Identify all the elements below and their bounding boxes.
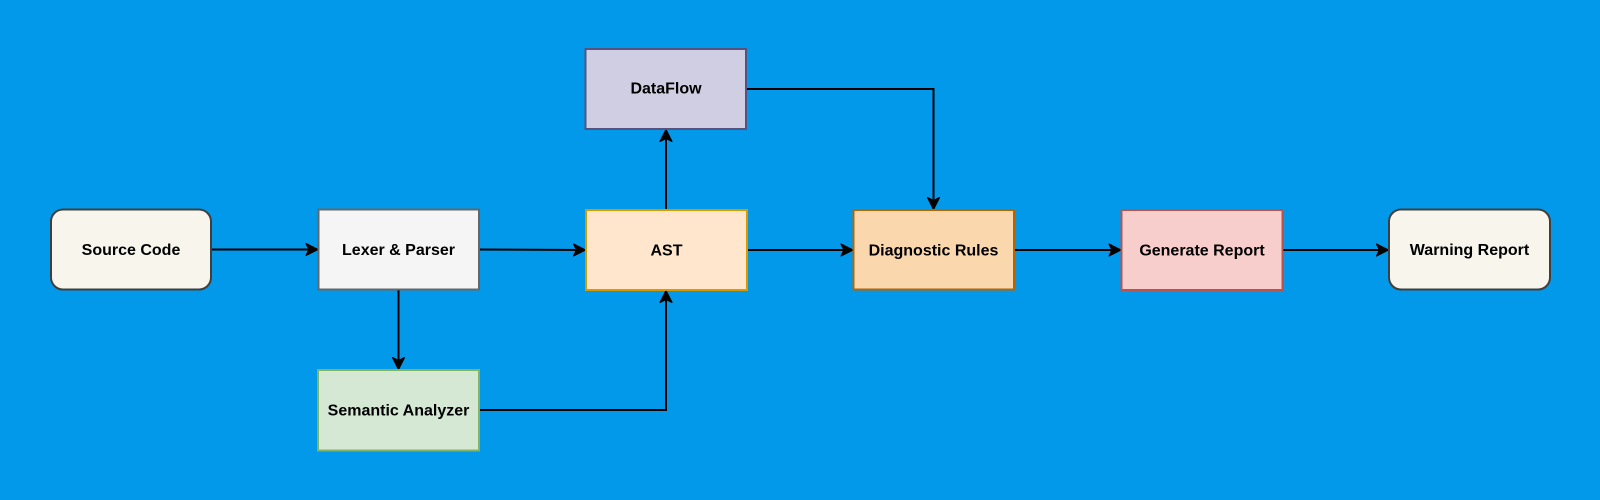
svg-text:Diagnostic Rules: Diagnostic Rules	[869, 243, 999, 260]
svg-text:Lexer & Parser: Lexer & Parser	[342, 242, 455, 259]
svg-text:Generate Report: Generate Report	[1139, 243, 1265, 260]
svg-text:Source Code: Source Code	[82, 242, 181, 259]
svg-text:AST: AST	[651, 243, 683, 260]
svg-text:Semantic Analyzer: Semantic Analyzer	[328, 403, 470, 420]
svg-text:DataFlow: DataFlow	[630, 81, 702, 98]
svg-text:Warning Report: Warning Report	[1410, 242, 1530, 259]
